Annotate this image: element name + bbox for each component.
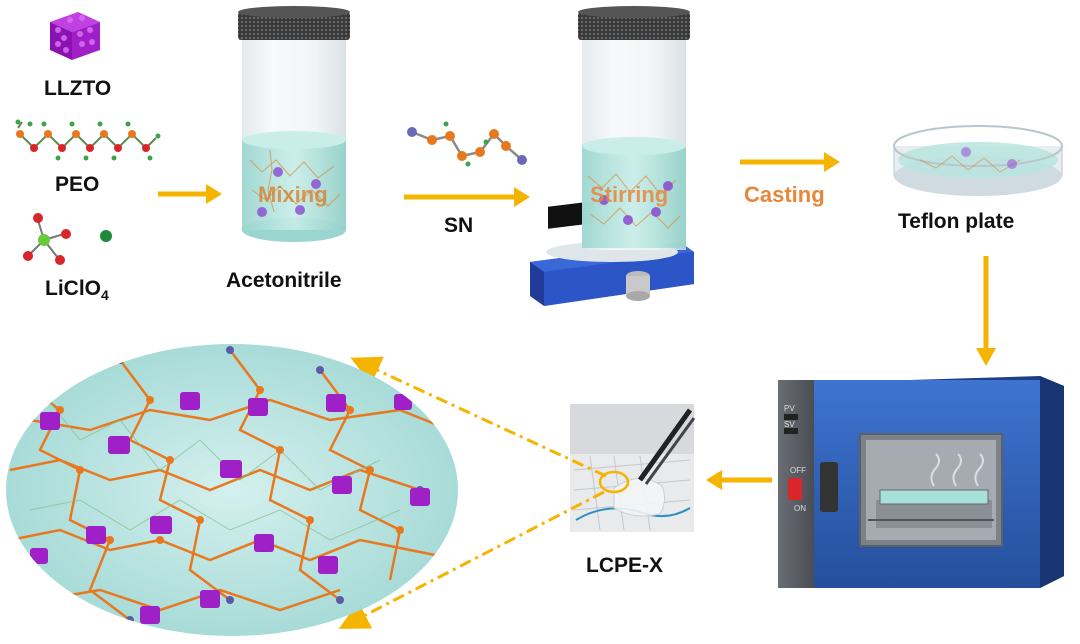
zoom-line-top <box>350 356 607 478</box>
peo-chain-icon <box>15 119 161 161</box>
label-teflon-plate: Teflon plate <box>898 210 1015 233</box>
drying-oven <box>778 376 1064 588</box>
label-lcpe-x: LCPE-X <box>586 554 664 577</box>
oven-sv-label: SV <box>784 420 795 429</box>
watermark: ◔ 大数跨境 <box>12 612 111 639</box>
sn-molecule-icon <box>407 121 527 167</box>
label-liclo4-subscript: 4 <box>101 287 109 304</box>
teflon-plate-dish <box>893 125 1063 196</box>
step-stirring: Stirring <box>590 182 669 207</box>
zoom-circle <box>598 470 630 494</box>
watermark-icon: ◔ <box>12 616 29 638</box>
label-sn: SN <box>444 214 474 237</box>
oven-pv-label: PV <box>784 404 795 413</box>
arrow-to-lcpe-head <box>706 470 722 490</box>
oven-power-switch <box>788 478 802 500</box>
zoom-line-bottom <box>338 490 605 629</box>
arrow-to-oven-head <box>976 348 996 366</box>
watermark-text: 大数跨境 <box>34 616 111 638</box>
oven-door-handle <box>820 462 838 512</box>
oven-on-label: ON <box>794 504 806 513</box>
label-peo: PEO <box>55 173 100 196</box>
microstructure-ellipse <box>6 344 458 636</box>
label-llzto: LLZTO <box>44 77 112 100</box>
arrow-to-stirring-head <box>514 187 530 207</box>
oven-off-label: OFF <box>790 466 806 475</box>
mixing-beaker <box>238 6 350 242</box>
label-liclo4: LiClO4 <box>45 277 109 303</box>
arrow-to-mixing-head <box>206 184 222 204</box>
llzto-cube-icon <box>50 12 100 60</box>
arrow-casting-head <box>824 152 840 172</box>
label-liclo4-main: LiClO <box>45 277 101 300</box>
liclo4-molecule-icon <box>23 213 112 265</box>
step-mixing: Mixing <box>258 182 328 207</box>
step-casting: Casting <box>744 182 825 207</box>
label-acetonitrile: Acetonitrile <box>226 269 342 292</box>
stirring-beaker <box>578 6 690 250</box>
